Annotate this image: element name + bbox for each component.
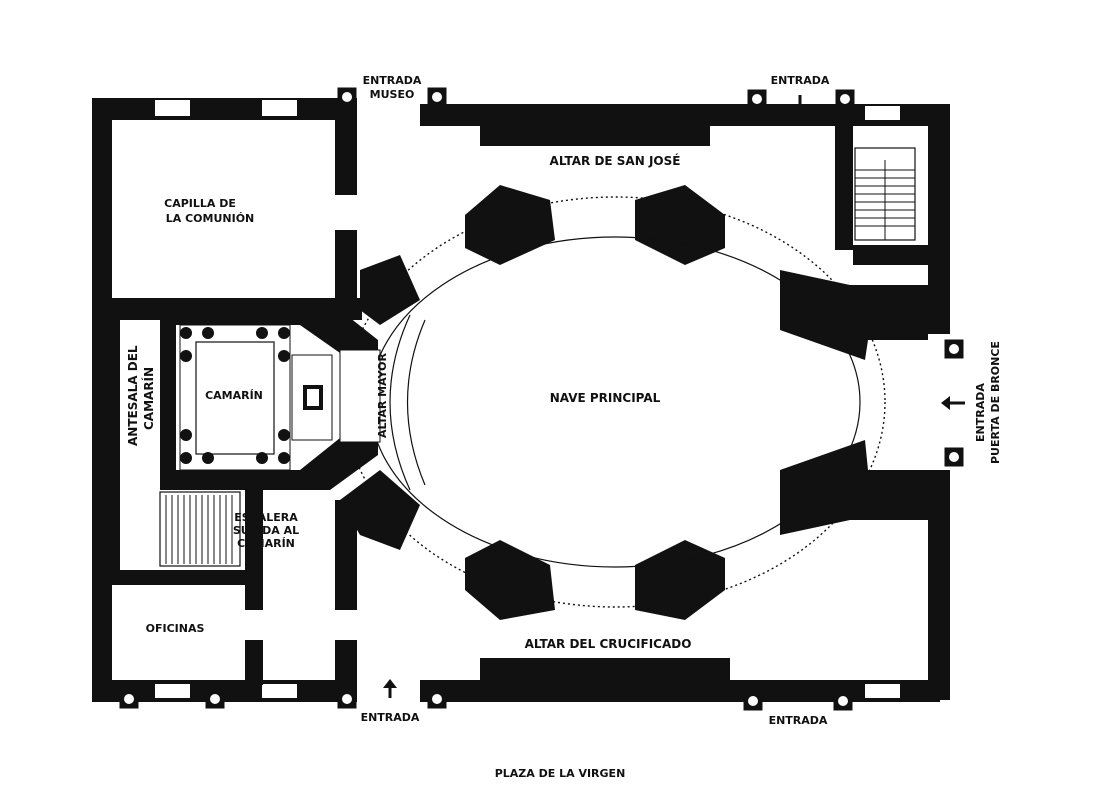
camarin-room [179,324,381,471]
staircases [159,147,916,567]
interior-walls [112,100,928,685]
label-altar-crucificado: ALTAR DEL CRUCIFICADO [525,637,692,651]
label-puerta-bronce: PUERTA DE BRONCE [989,341,1002,464]
label-altar-san-jose: ALTAR DE SAN JOSÉ [550,153,681,168]
labels: ENTRADA MUSEO ENTRADA ALTAR DE SAN JOSÉ … [126,74,1002,780]
label-oficinas: OFICINAS [146,622,205,635]
label-antesala: ANTESALA DEL [126,345,140,446]
label-subida: SUBIDA AL [233,524,299,537]
label-escalera: ESCALERA [234,511,298,524]
outer-walls [92,98,950,702]
label-entrada-right: ENTRADA [974,383,987,442]
entrance-pillars [119,87,964,711]
label-entrada-top-right: ENTRADA [771,74,830,87]
arrow-up-icon [383,679,397,698]
label-plaza: PLAZA DE LA VIRGEN [495,767,626,780]
label-entrada-museo: ENTRADA [363,74,422,87]
label-entrada-bottom-right: ENTRADA [769,714,828,727]
arrow-down-icon [793,95,807,117]
camarin-columns [180,327,290,464]
entrance-arrows [383,95,965,700]
label-antesala-camarin: CAMARÍN [141,367,156,430]
oval-piers [465,185,725,620]
label-camarin: CAMARÍN [205,389,263,402]
label-altar-mayor: ALTAR MAYOR [376,353,389,438]
label-nave-principal: NAVE PRINCIPAL [550,391,661,405]
label-comunion: LA COMUNIÓN [166,212,255,225]
label-capilla: CAPILLA DE [164,197,236,210]
arrow-left-icon [941,396,965,410]
label-escalera-camarin: CAMARÍN [237,537,295,550]
label-museo: MUSEO [370,88,415,101]
arrow-up-icon [793,681,807,700]
label-entrada-bottom-left: ENTRADA [361,711,420,724]
